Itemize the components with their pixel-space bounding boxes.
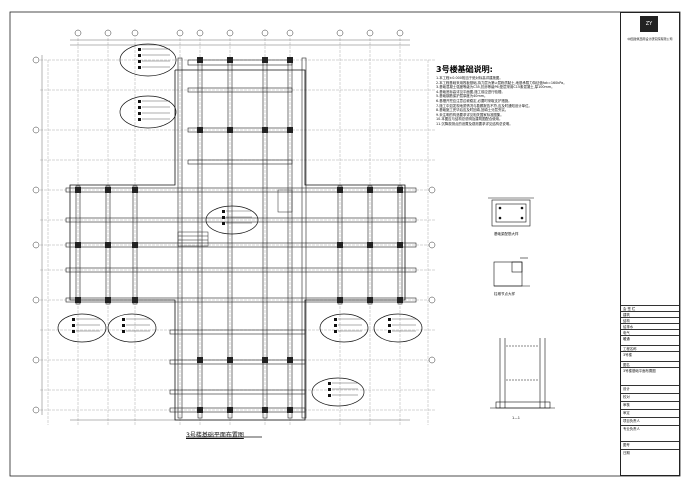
title-block: 会 签 栏 建筑 结构 给排水 电气 暖通 工程名称 3号楼 图名 3号楼基础平… (620, 12, 680, 476)
title-block-row: 暖通 (621, 335, 679, 342)
title-block-row: 审定 (621, 409, 679, 416)
detail-caption: 柱墩节点大样 (494, 292, 515, 296)
note-item: 10.本图应与结构总说明及建筑图配合使用。 (436, 117, 503, 122)
detail-caption: 基础梁配筋大样 (494, 232, 519, 236)
title-block-row: 给排水 (621, 323, 679, 330)
note-item: 9.未注明的构造要求详见相关国家标准图集。 (436, 112, 504, 117)
note-item: 8.基础施工完毕后应及时回填,回填土分层夯实。 (436, 108, 509, 113)
note-item: 3.基础混凝土强度等级为C35,抗渗等级P6;垫层采用C15素混凝土,厚100m… (436, 85, 555, 90)
note-item: 6.基槽开挖应注意边坡稳定,必要时采取支护措施。 (436, 98, 512, 103)
title-block-row: 日期 (621, 449, 679, 456)
title-block-row: 会 签 栏 (621, 305, 679, 312)
title-block-row: 结构 (621, 317, 679, 324)
detail-caption: 1—1 (512, 416, 520, 420)
title-block-row: 校对 (621, 393, 679, 400)
company-logo: ZY (640, 16, 658, 32)
title-block-row: 审核 (621, 401, 679, 408)
title-block-row: 3号楼 (621, 351, 679, 358)
title-block-row: 图号 (621, 441, 679, 448)
title-block-row: 3号楼基础平面布置图 (621, 367, 679, 374)
title-block-row: 项目负责人 (621, 417, 679, 424)
note-item: 4.基础底标高详见平面图,施工前应进行验槽。 (436, 89, 505, 94)
title-block-row: 工程名称 (621, 345, 679, 352)
title-block-row: 建筑 (621, 311, 679, 318)
company-name: 中国建筑西南设计研究院有限公司 (627, 37, 673, 41)
notes-title: 3号楼基础说明: (436, 65, 493, 74)
note-item: 5.基础钢筋保护层厚度为40mm。 (436, 94, 488, 99)
plan-title: 3号楼基础平面布置图 (186, 432, 244, 439)
title-block-row: 电气 (621, 329, 679, 336)
note-item: 11.沉降观测点的设置及观测要求详见结构总说明。 (436, 121, 513, 126)
title-block-row: 专业负责人 (621, 425, 679, 432)
notes-list: 1.本工程±0.000相当于绝对标高详建施图。 2.本工程基础采用筏板基础,持力… (436, 76, 606, 127)
note-item: 2.本工程基础采用筏板基础,持力层为第②层粉质黏土,地基承载力特征值fak=16… (436, 80, 567, 85)
note-item: 1.本工程±0.000相当于绝对标高详建施图。 (436, 76, 503, 80)
note-item: 7.施工中如发现地质情况与勘察报告不符,应及时通知设计单位。 (436, 103, 532, 108)
title-block-row: 图名 (621, 361, 679, 368)
title-block-row: 设计 (621, 385, 679, 392)
